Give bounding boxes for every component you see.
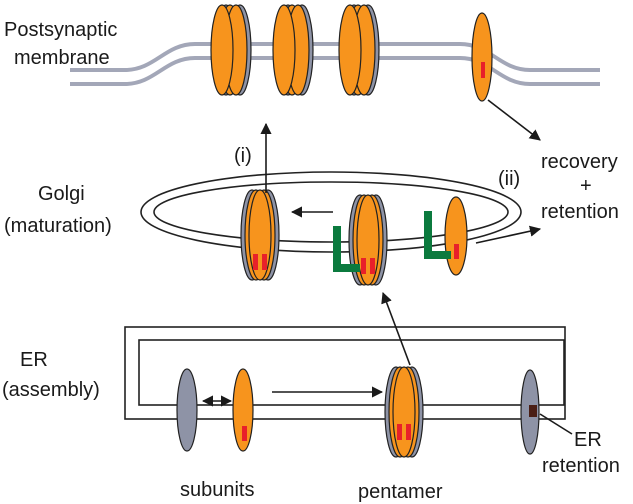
arrow-er-to-golgi — [381, 291, 411, 366]
label-golgi: Golgi — [38, 183, 85, 205]
label-path-ii: (ii) — [498, 168, 520, 190]
label-plus: + — [580, 175, 592, 197]
membrane-pentamer-2 — [272, 4, 314, 96]
label-recovery: recovery — [541, 151, 618, 173]
label-maturation: (maturation) — [4, 215, 112, 237]
golgi-pentamer-left — [240, 189, 280, 281]
er-retained-subunit — [520, 369, 540, 455]
er-orange-subunit — [232, 368, 254, 452]
membrane-single-subunit — [471, 12, 493, 102]
label-er: ER — [20, 349, 48, 371]
arrow-golgi-retention — [475, 225, 542, 244]
label-retention: retention — [541, 201, 619, 223]
membrane-pentamer-1 — [210, 4, 252, 96]
er-compartment — [124, 326, 566, 420]
arrows — [201, 99, 573, 435]
postsynaptic-membrane — [70, 42, 600, 86]
er-pentamer — [384, 366, 424, 458]
label-membrane: membrane — [14, 47, 110, 69]
er-gray-subunit — [176, 368, 198, 452]
label-er-retention-er: ER — [574, 429, 602, 451]
arrow-er-retention-pointer — [539, 413, 573, 435]
chaperone-green-2 — [424, 211, 451, 259]
label-postsynaptic: Postsynaptic — [4, 19, 117, 41]
arrow-membrane-recovery — [487, 99, 541, 141]
golgi-pentamer-middle — [348, 194, 388, 286]
label-pentamer: pentamer — [358, 481, 443, 503]
golgi-ring — [140, 171, 522, 253]
label-path-i: (i) — [234, 145, 252, 167]
golgi-single-subunit — [444, 196, 468, 276]
label-subunits: subunits — [180, 479, 255, 501]
label-assembly: (assembly) — [2, 379, 100, 401]
membrane-pentamer-3 — [338, 4, 380, 96]
chaperone-green-1 — [333, 226, 360, 272]
label-er-retention: retention — [542, 455, 620, 477]
